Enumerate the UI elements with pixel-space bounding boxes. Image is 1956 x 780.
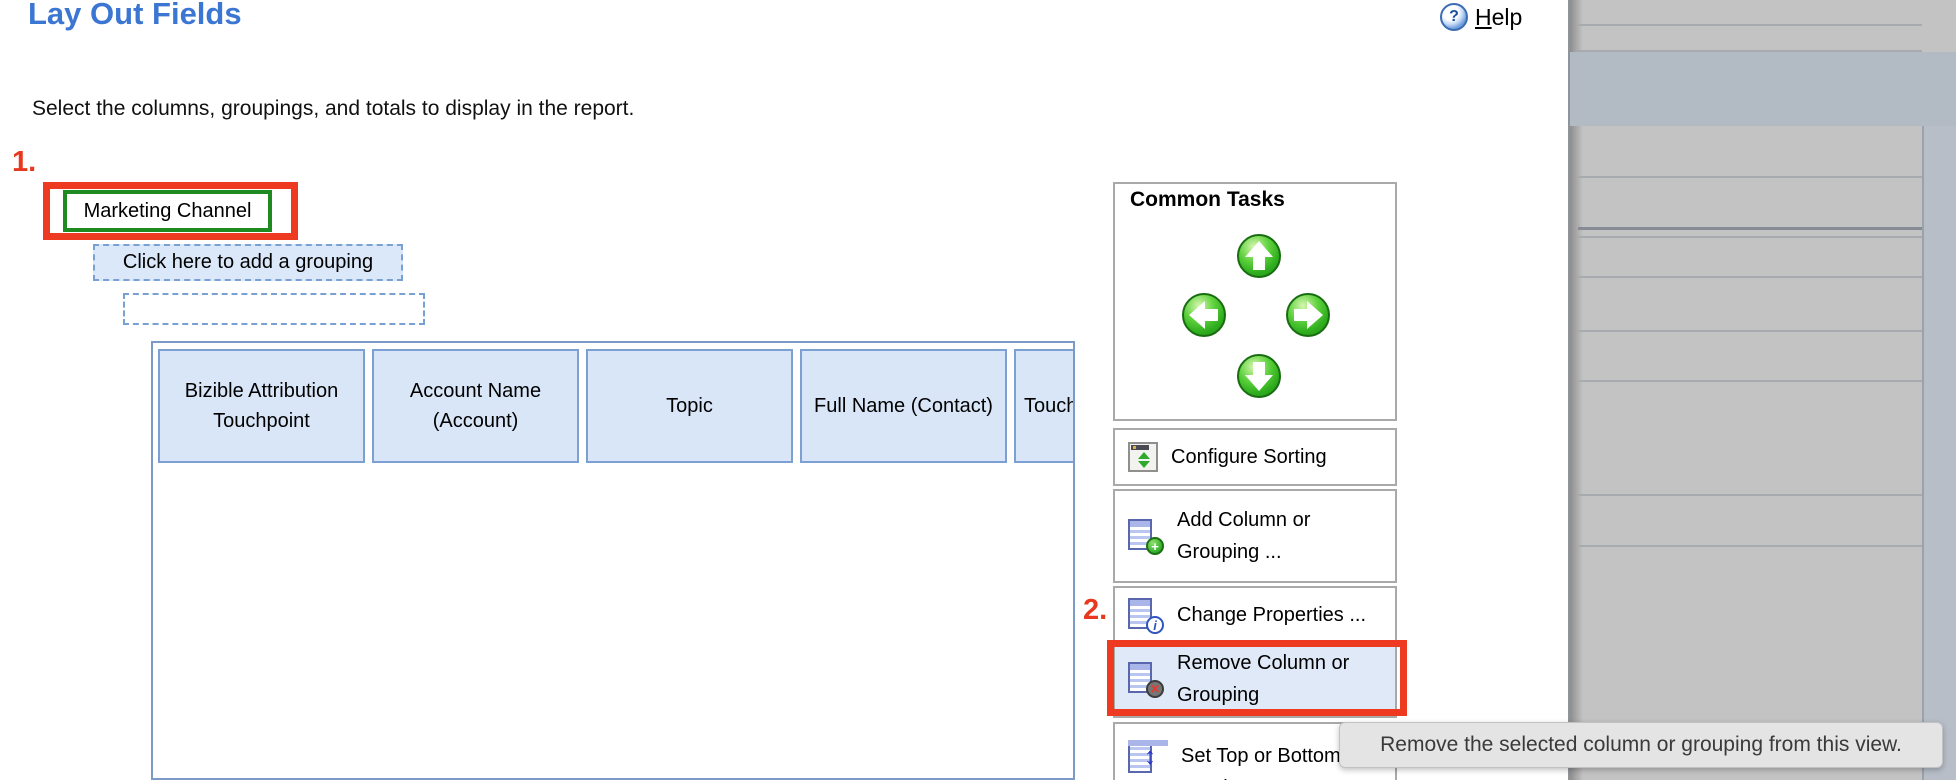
dimmed-background-window — [1568, 0, 1956, 780]
arrow-up-icon — [1237, 234, 1281, 278]
backdrop-row-line — [1578, 494, 1922, 496]
annotation-step-2: 2. — [1083, 594, 1108, 626]
selected-grouping-chip[interactable]: Marketing Channel — [63, 190, 272, 232]
column-header[interactable]: Touchpoint — [1014, 349, 1073, 463]
help-icon: ? — [1440, 3, 1468, 31]
add-grouping-dropzone[interactable]: Click here to add a grouping — [93, 244, 403, 281]
task-label: Add Column or Grouping ... — [1177, 509, 1311, 563]
backdrop-row-line — [1578, 227, 1922, 230]
task-label: Configure Sorting — [1171, 446, 1327, 468]
add-column-icon: + — [1128, 519, 1164, 555]
annotation-step-1: 1. — [12, 146, 37, 178]
column-header[interactable]: Topic — [586, 349, 793, 463]
set-top-bottom-icon: ↕ — [1128, 740, 1168, 774]
arrow-down-icon — [1237, 354, 1281, 398]
remove-column-icon: ✕ — [1128, 662, 1164, 698]
task-remove-column-or-grouping[interactable]: ✕ Remove Column or Grouping — [1115, 642, 1395, 716]
help-label: Help — [1475, 3, 1523, 30]
backdrop-right-column — [1922, 126, 1956, 780]
common-tasks-title: Common Tasks — [1130, 188, 1285, 211]
column-header[interactable]: Bizible Attribution Touchpoint — [158, 349, 365, 463]
empty-grouping-dropzone[interactable] — [123, 293, 425, 325]
task-change-properties[interactable]: i Change Properties ... — [1115, 588, 1395, 642]
move-up-button[interactable] — [1236, 233, 1282, 279]
move-down-button[interactable] — [1236, 353, 1282, 399]
sort-icon — [1128, 442, 1158, 472]
backdrop-row-line — [1578, 176, 1922, 178]
annotation-box-remove — [1107, 640, 1407, 716]
dialog-drop-shadow — [1570, 0, 1583, 780]
report-columns-table: Bizible Attribution Touchpoint Account N… — [151, 341, 1075, 780]
backdrop-row-line — [1578, 276, 1922, 278]
common-tasks-panel: Common Tasks — [1113, 182, 1397, 421]
backdrop-row-line — [1578, 380, 1922, 382]
help-link[interactable]: ? Help — [1440, 3, 1522, 31]
instruction-text: Select the columns, groupings, and total… — [32, 97, 635, 120]
backdrop-row-line — [1578, 330, 1922, 332]
remove-tooltip: Remove the selected column or grouping f… — [1339, 722, 1943, 768]
move-right-button[interactable] — [1285, 292, 1331, 338]
task-group-properties: i Change Properties ... ✕ Remove Column … — [1113, 586, 1397, 718]
column-header[interactable]: Full Name (Contact) — [800, 349, 1007, 463]
column-header-row: Bizible Attribution Touchpoint Account N… — [158, 349, 1073, 463]
backdrop-row-line — [1578, 50, 1922, 52]
dialog-right-edge — [1568, 0, 1570, 780]
move-left-button[interactable] — [1181, 292, 1227, 338]
task-label: Remove Column or Grouping — [1177, 652, 1350, 706]
backdrop-row-line — [1578, 236, 1922, 238]
backdrop-row-line — [1578, 545, 1922, 547]
column-header[interactable]: Account Name (Account) — [372, 349, 579, 463]
task-configure-sorting[interactable]: Configure Sorting — [1113, 428, 1397, 486]
change-properties-icon: i — [1128, 598, 1164, 634]
arrow-right-icon — [1286, 293, 1330, 337]
task-label: Change Properties ... — [1177, 604, 1366, 626]
arrow-left-icon — [1182, 293, 1226, 337]
backdrop-selected-row — [1570, 52, 1956, 126]
page-title: Lay Out Fields — [28, 0, 242, 31]
task-label: Set Top or Bottom Number ... — [1181, 745, 1341, 780]
task-add-column-or-grouping[interactable]: + Add Column or Grouping ... — [1113, 489, 1397, 583]
backdrop-row-line — [1578, 24, 1922, 26]
